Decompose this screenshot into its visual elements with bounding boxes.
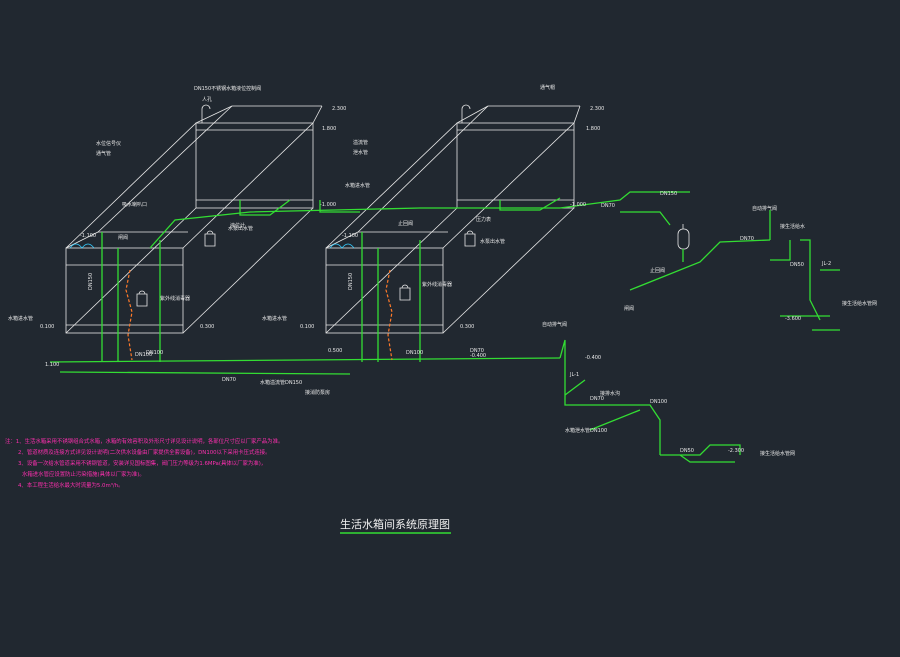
pipe-label: DN150 (348, 273, 354, 290)
drawing-title: 生活水箱间系统原理图 (340, 517, 450, 531)
svg-text:通气管: 通气管 (96, 150, 111, 157)
svg-text:人孔: 人孔 (202, 96, 212, 103)
svg-text:0.300: 0.300 (460, 324, 474, 330)
pressure-tank-icon (677, 224, 690, 250)
pipe-label: DN70 (601, 203, 615, 209)
svg-text:泄水管: 泄水管 (353, 149, 368, 156)
svg-text:-0.400: -0.400 (585, 355, 601, 361)
svg-text:0.300: 0.300 (200, 324, 214, 330)
svg-text:-1.000: -1.000 (320, 202, 336, 208)
note-line: 水箱进水管应设置防止污染措施(具体以厂家为准)。 (22, 470, 145, 478)
pipe-labels: DN70 DN70 DN70 DN70 DN70 DN100 DN100 DN1… (88, 203, 831, 454)
svg-text:止回阀: 止回阀 (398, 220, 413, 227)
svg-text:紫外线消毒器: 紫外线消毒器 (422, 281, 452, 288)
svg-text:水箱进水管: 水箱进水管 (262, 315, 287, 322)
tank-right-lower (325, 105, 575, 334)
svg-text:DN150: DN150 (660, 191, 677, 197)
pipe-label: DN100 (146, 350, 163, 356)
pipe-label: DN70 (222, 377, 236, 383)
design-notes: 注：1、生活水箱采用不锈钢组合式水箱，水箱的有效容积及外形尺寸详见设计说明，各部… (5, 437, 283, 489)
svg-text:吸水喇叭口: 吸水喇叭口 (122, 201, 147, 208)
svg-text:自动排气阀: 自动排气阀 (542, 321, 567, 328)
annotations: DN150不锈钢水箱液位控制阀 人孔 水位信号仪 通气管 溢流管 泄水管 吸水喇… (8, 84, 877, 457)
svg-text:接排水沟: 接排水沟 (600, 390, 620, 397)
pipe-label: DN100 (406, 350, 423, 356)
svg-text:水箱进水管: 水箱进水管 (345, 182, 370, 189)
svg-text:-1.100: -1.100 (80, 233, 96, 239)
pipe-label: JL-2 (821, 261, 831, 267)
svg-text:-0.400: -0.400 (470, 353, 486, 359)
svg-text:液位计: 液位计 (230, 222, 245, 229)
svg-text:接消防泵房: 接消防泵房 (305, 389, 330, 396)
svg-text:-1.000: -1.000 (570, 202, 586, 208)
svg-text:接生活给水: 接生活给水 (780, 223, 805, 230)
pipe-label: DN150 (88, 273, 94, 290)
tank-left-upper (195, 105, 323, 209)
pipe-label: DN50 (790, 262, 804, 268)
svg-text:压力表: 压力表 (476, 216, 491, 223)
level-marks: 2.300 2.300 1.800 1.800 -1.100 -1.100 0.… (40, 106, 801, 454)
note-line: 注：1、生活水箱采用不锈钢组合式水箱，水箱的有效容积及外形尺寸详见设计说明，各部… (5, 437, 283, 445)
tank-left-lower (65, 105, 314, 334)
svg-text:0.100: 0.100 (300, 324, 314, 330)
water-surface-left (69, 243, 95, 249)
note-line: 4、本工程生活给水最大时流量为5.0m³/h。 (18, 481, 124, 489)
svg-text:水箱进水管: 水箱进水管 (8, 315, 33, 322)
pipe-label: DN50 (680, 448, 694, 454)
svg-text:1.800: 1.800 (586, 126, 600, 132)
pipe-label: DN70 (740, 236, 754, 242)
svg-text:通气帽: 通气帽 (540, 84, 555, 91)
svg-text:水位信号仪: 水位信号仪 (96, 140, 121, 147)
svg-text:1.100: 1.100 (45, 362, 59, 368)
svg-text:接生活给水管网: 接生活给水管网 (760, 450, 795, 457)
tank-right-upper (456, 105, 581, 209)
svg-text:-3.600: -3.600 (785, 316, 801, 322)
svg-text:DN100: DN100 (135, 352, 152, 358)
supply-pipe-network (49, 191, 840, 463)
svg-text:闸阀: 闸阀 (624, 305, 634, 312)
disinfector-icon (136, 230, 476, 307)
svg-text:0.500: 0.500 (328, 348, 342, 354)
note-line: 3、设备一次给水管道采用不锈钢管道，安装详见国标图集，阀门压力等级为1.6MPa… (18, 459, 266, 467)
svg-text:-1.100: -1.100 (342, 233, 358, 239)
svg-text:水箱溢流管DN150: 水箱溢流管DN150 (260, 379, 302, 386)
svg-text:自动排气阀: 自动排气阀 (752, 205, 777, 212)
svg-text:-2.300: -2.300 (728, 448, 744, 454)
svg-text:DN150不锈钢水箱液位控制阀: DN150不锈钢水箱液位控制阀 (194, 85, 261, 92)
svg-text:水泵出水管: 水泵出水管 (228, 225, 253, 232)
svg-text:2.300: 2.300 (590, 106, 604, 112)
pipe-label: DN100 (650, 399, 667, 405)
svg-text:溢流管: 溢流管 (353, 139, 368, 146)
pipe-label: JL-1 (569, 372, 579, 378)
svg-text:2.300: 2.300 (332, 106, 346, 112)
svg-text:接生活给水管网: 接生活给水管网 (842, 300, 877, 307)
vent-cap-icon (201, 104, 471, 123)
svg-text:紫外线消毒器: 紫外线消毒器 (160, 295, 190, 302)
svg-text:水箱泄水管DN100: 水箱泄水管DN100 (565, 427, 607, 434)
pipe-label: DN70 (590, 396, 604, 402)
note-line: 2、管道材质及连接方式详见设计说明(二次供水设备由厂家提供全套设备)，DN100… (18, 448, 271, 456)
water-surface-right (329, 243, 355, 249)
svg-text:闸阀: 闸阀 (118, 234, 128, 241)
svg-text:1.800: 1.800 (322, 126, 336, 132)
svg-text:0.100: 0.100 (40, 324, 54, 330)
pipe-label: DN70 (470, 348, 484, 354)
svg-text:水泵出水管: 水泵出水管 (480, 238, 505, 245)
svg-text:止回阀: 止回阀 (650, 267, 665, 274)
